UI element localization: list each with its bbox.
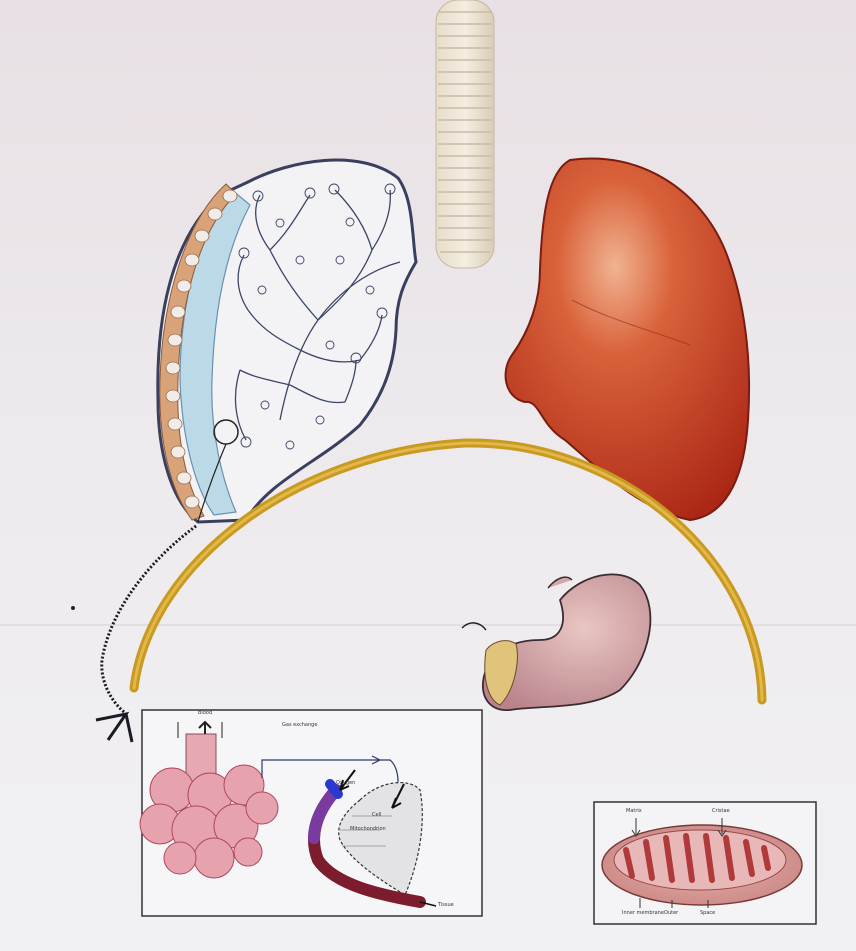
card-label-oxygen: Oxygen — [336, 780, 355, 786]
card-label-tissue: Tissue — [438, 902, 454, 908]
card-label-cell: Cell — [372, 812, 381, 818]
mito-label-cristae: Cristae — [712, 808, 730, 814]
mito-label-space: Space — [700, 910, 715, 916]
trachea-tube — [436, 0, 494, 268]
mito-label-inner-membrane: Inner membrane — [622, 910, 664, 916]
card-label-mitochondrion: Mitochondrion — [350, 826, 386, 832]
mito-label-outer: Outer — [664, 910, 678, 916]
card-label-top: Gas exchange — [282, 722, 317, 728]
respiration-card — [140, 710, 482, 916]
card-label-blood: Blood — [198, 710, 212, 716]
mitochondrion-card — [594, 802, 816, 924]
mito-label-matrix: Matrix — [626, 808, 642, 814]
